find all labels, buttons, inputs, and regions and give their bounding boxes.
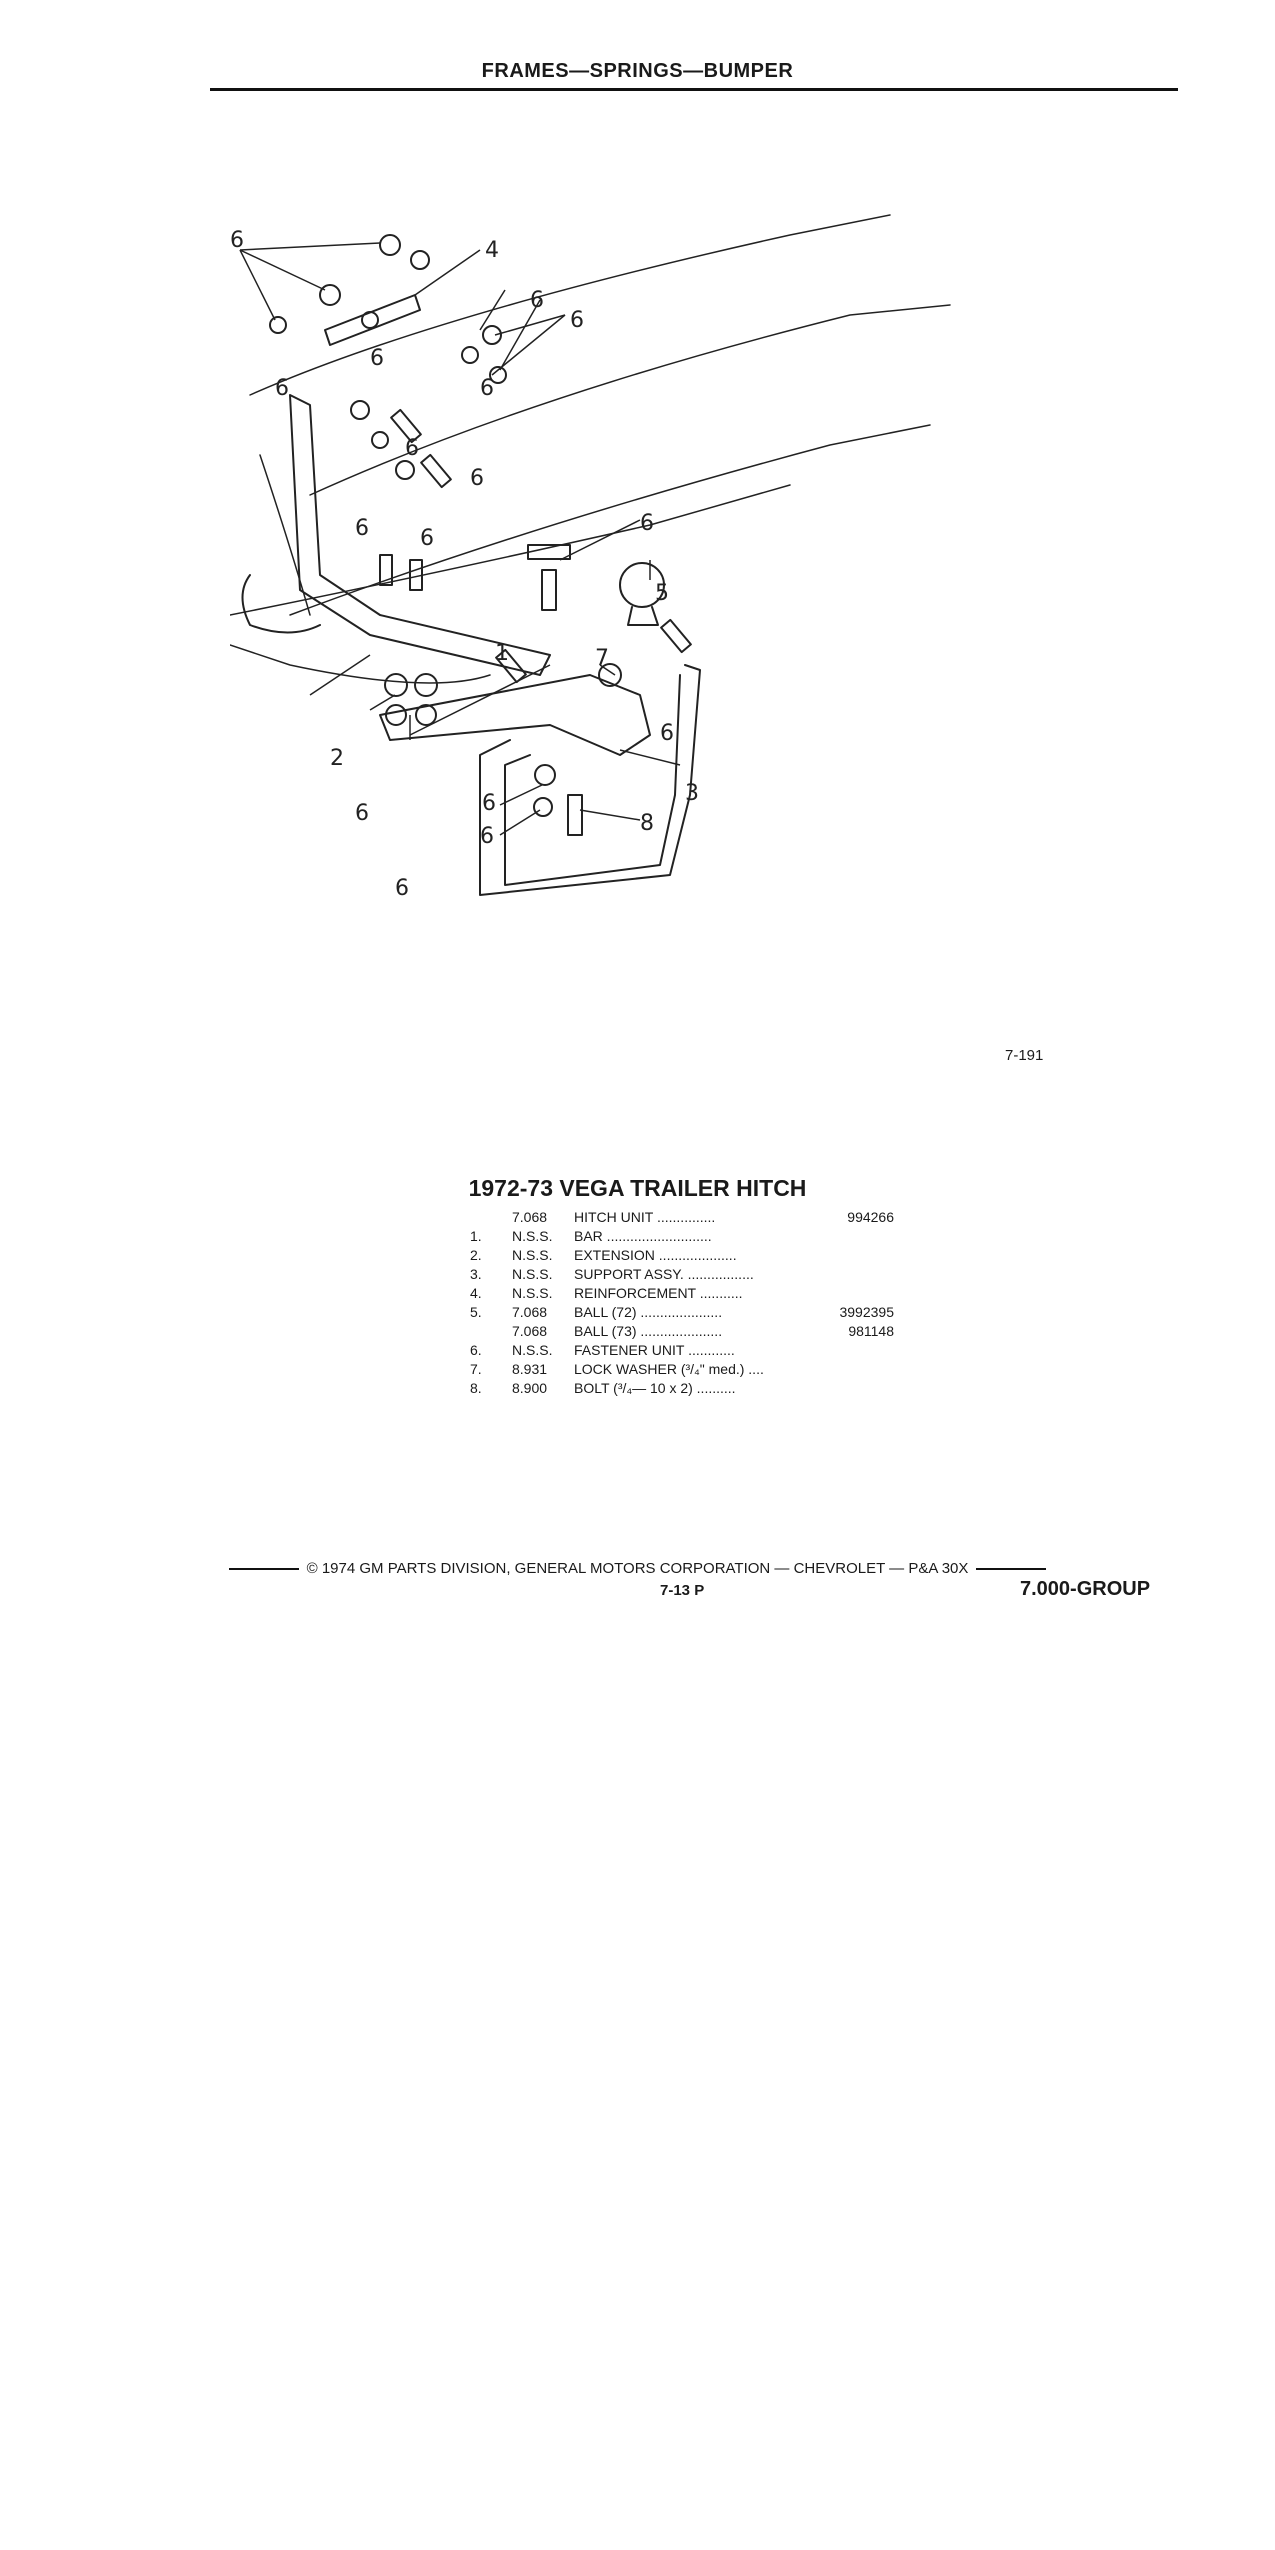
group-number-cell: 7.068: [512, 1304, 548, 1320]
part-number: [814, 1360, 894, 1379]
callout-6: 6: [230, 228, 244, 253]
part-index: 6.: [470, 1342, 482, 1358]
copyright-text: © 1974 GM PARTS DIVISION, GENERAL MOTORS…: [306, 1560, 969, 1577]
part-index: 8.: [470, 1380, 482, 1396]
parts-list-title: 1972-73 VEGA TRAILER HITCH: [468, 1175, 807, 1201]
callout-6: 6: [570, 308, 584, 333]
callout-6: 6: [480, 824, 494, 849]
part-description: EXTENSION ....................: [574, 1247, 737, 1263]
parts-row: 2. N.S.S. EXTENSION ....................: [470, 1246, 894, 1265]
parts-list-table: 7.068 HITCH UNIT ............... 994266 1. N…: [470, 1208, 894, 1398]
part-number: [814, 1341, 894, 1360]
part-number: [814, 1227, 894, 1246]
callout-6: 6: [370, 346, 384, 371]
parts-row: 8. 8.900 BOLT (³/₄— 10 x 2) ..........: [470, 1379, 894, 1398]
callout-8: 8: [640, 811, 654, 836]
callout-3: 3: [685, 781, 699, 806]
copyright-line: © 1974 GM PARTS DIVISION, GENERAL MOTORS…: [0, 1560, 1275, 1577]
callout-6: 6: [420, 526, 434, 551]
callout-6: 6: [395, 876, 409, 901]
part-index: 7.: [470, 1361, 482, 1377]
part-index: [470, 1208, 512, 1227]
callout-6: 6: [660, 721, 674, 746]
footer-dash-left: [228, 1568, 299, 1571]
parts-row: 5. 7.068 BALL (72) ..................... 39…: [470, 1303, 894, 1322]
figure-number: 7-191: [1005, 1047, 1044, 1064]
group-number: 7.000-GROUP: [1020, 1578, 1151, 1600]
callout-6: 6: [482, 791, 496, 816]
group-number-cell: 7.068: [512, 1323, 548, 1339]
group-number-cell: 8.900: [512, 1380, 548, 1396]
part-number: [814, 1379, 894, 1398]
callout-6: 6: [405, 436, 419, 461]
callout-4: 4: [485, 238, 499, 263]
part-number: [814, 1246, 894, 1265]
callout-2: 2: [330, 746, 344, 771]
part-description: LOCK WASHER (³/₄" med.) ....: [574, 1361, 764, 1377]
part-index: 1.: [470, 1228, 482, 1244]
part-index: 5.: [470, 1304, 482, 1320]
part-number: [814, 1284, 894, 1303]
callout-5: 5: [655, 581, 669, 606]
callout-6: 6: [355, 516, 369, 541]
part-description: REINFORCEMENT ...........: [574, 1285, 743, 1301]
part-index: 2.: [470, 1247, 482, 1263]
group-number-cell: N.S.S.: [512, 1285, 553, 1301]
group-number-cell: N.S.S.: [512, 1266, 553, 1282]
part-description: BALL (72) .....................: [574, 1304, 723, 1320]
callout-1: 1: [495, 641, 509, 666]
part-description: FASTENER UNIT ............: [574, 1342, 735, 1358]
parts-row: 7. 8.931 LOCK WASHER (³/₄" med.) ....: [470, 1360, 894, 1379]
header-rule: [210, 88, 1178, 91]
part-description: BAR ...........................: [574, 1228, 712, 1244]
callout-6: 6: [480, 376, 494, 401]
exploded-parts-diagram: 6 6 6 4 6 6 6 6 6 6 6 6 5 1 2 7 6 6 6 3 …: [230, 195, 1110, 1095]
parts-row: 4. N.S.S. REINFORCEMENT ...........: [470, 1284, 894, 1303]
part-number: [814, 1265, 894, 1284]
callout-6: 6: [470, 466, 484, 491]
page-title: FRAMES—SPRINGS—BUMPER: [481, 60, 794, 82]
footer-dash-right: [976, 1568, 1047, 1571]
parts-row: 1. N.S.S. BAR ...........................: [470, 1227, 894, 1246]
diagram-drawing: 6 6 6 4 6 6 6 6 6 6 6 6 5 1 2 7 6 6 6 3 …: [230, 214, 951, 901]
part-index: 4.: [470, 1285, 482, 1301]
callout-7: 7: [595, 646, 609, 671]
part-description: BALL (73) .....................: [574, 1323, 723, 1339]
part-description: SUPPORT ASSY. .................: [574, 1266, 754, 1282]
callout-6: 6: [530, 288, 544, 313]
part-index: [470, 1322, 512, 1341]
part-description: BOLT (³/₄— 10 x 2) ..........: [574, 1380, 736, 1396]
group-number-cell: N.S.S.: [512, 1342, 553, 1358]
group-number-cell: N.S.S.: [512, 1228, 553, 1244]
parts-row: 7.068 HITCH UNIT ............... 994266: [470, 1208, 894, 1227]
part-description: HITCH UNIT ...............: [574, 1209, 716, 1225]
page-number: 7-13 P: [660, 1582, 705, 1599]
callout-6: 6: [275, 376, 289, 401]
callout-6: 6: [640, 511, 654, 536]
parts-row: 3. N.S.S. SUPPORT ASSY. .................: [470, 1265, 894, 1284]
group-number-cell: 7.068: [512, 1209, 548, 1225]
part-number: 994266: [847, 1209, 894, 1225]
part-index: 3.: [470, 1266, 482, 1282]
group-number-cell: N.S.S.: [512, 1247, 553, 1263]
parts-row: 6. N.S.S. FASTENER UNIT ............: [470, 1341, 894, 1360]
callout-6: 6: [355, 801, 369, 826]
part-number: 3992395: [839, 1304, 894, 1320]
parts-row: 7.068 BALL (73) ..................... 9811…: [470, 1322, 894, 1341]
group-number-cell: 8.931: [512, 1361, 548, 1377]
part-number: 981148: [848, 1323, 894, 1339]
